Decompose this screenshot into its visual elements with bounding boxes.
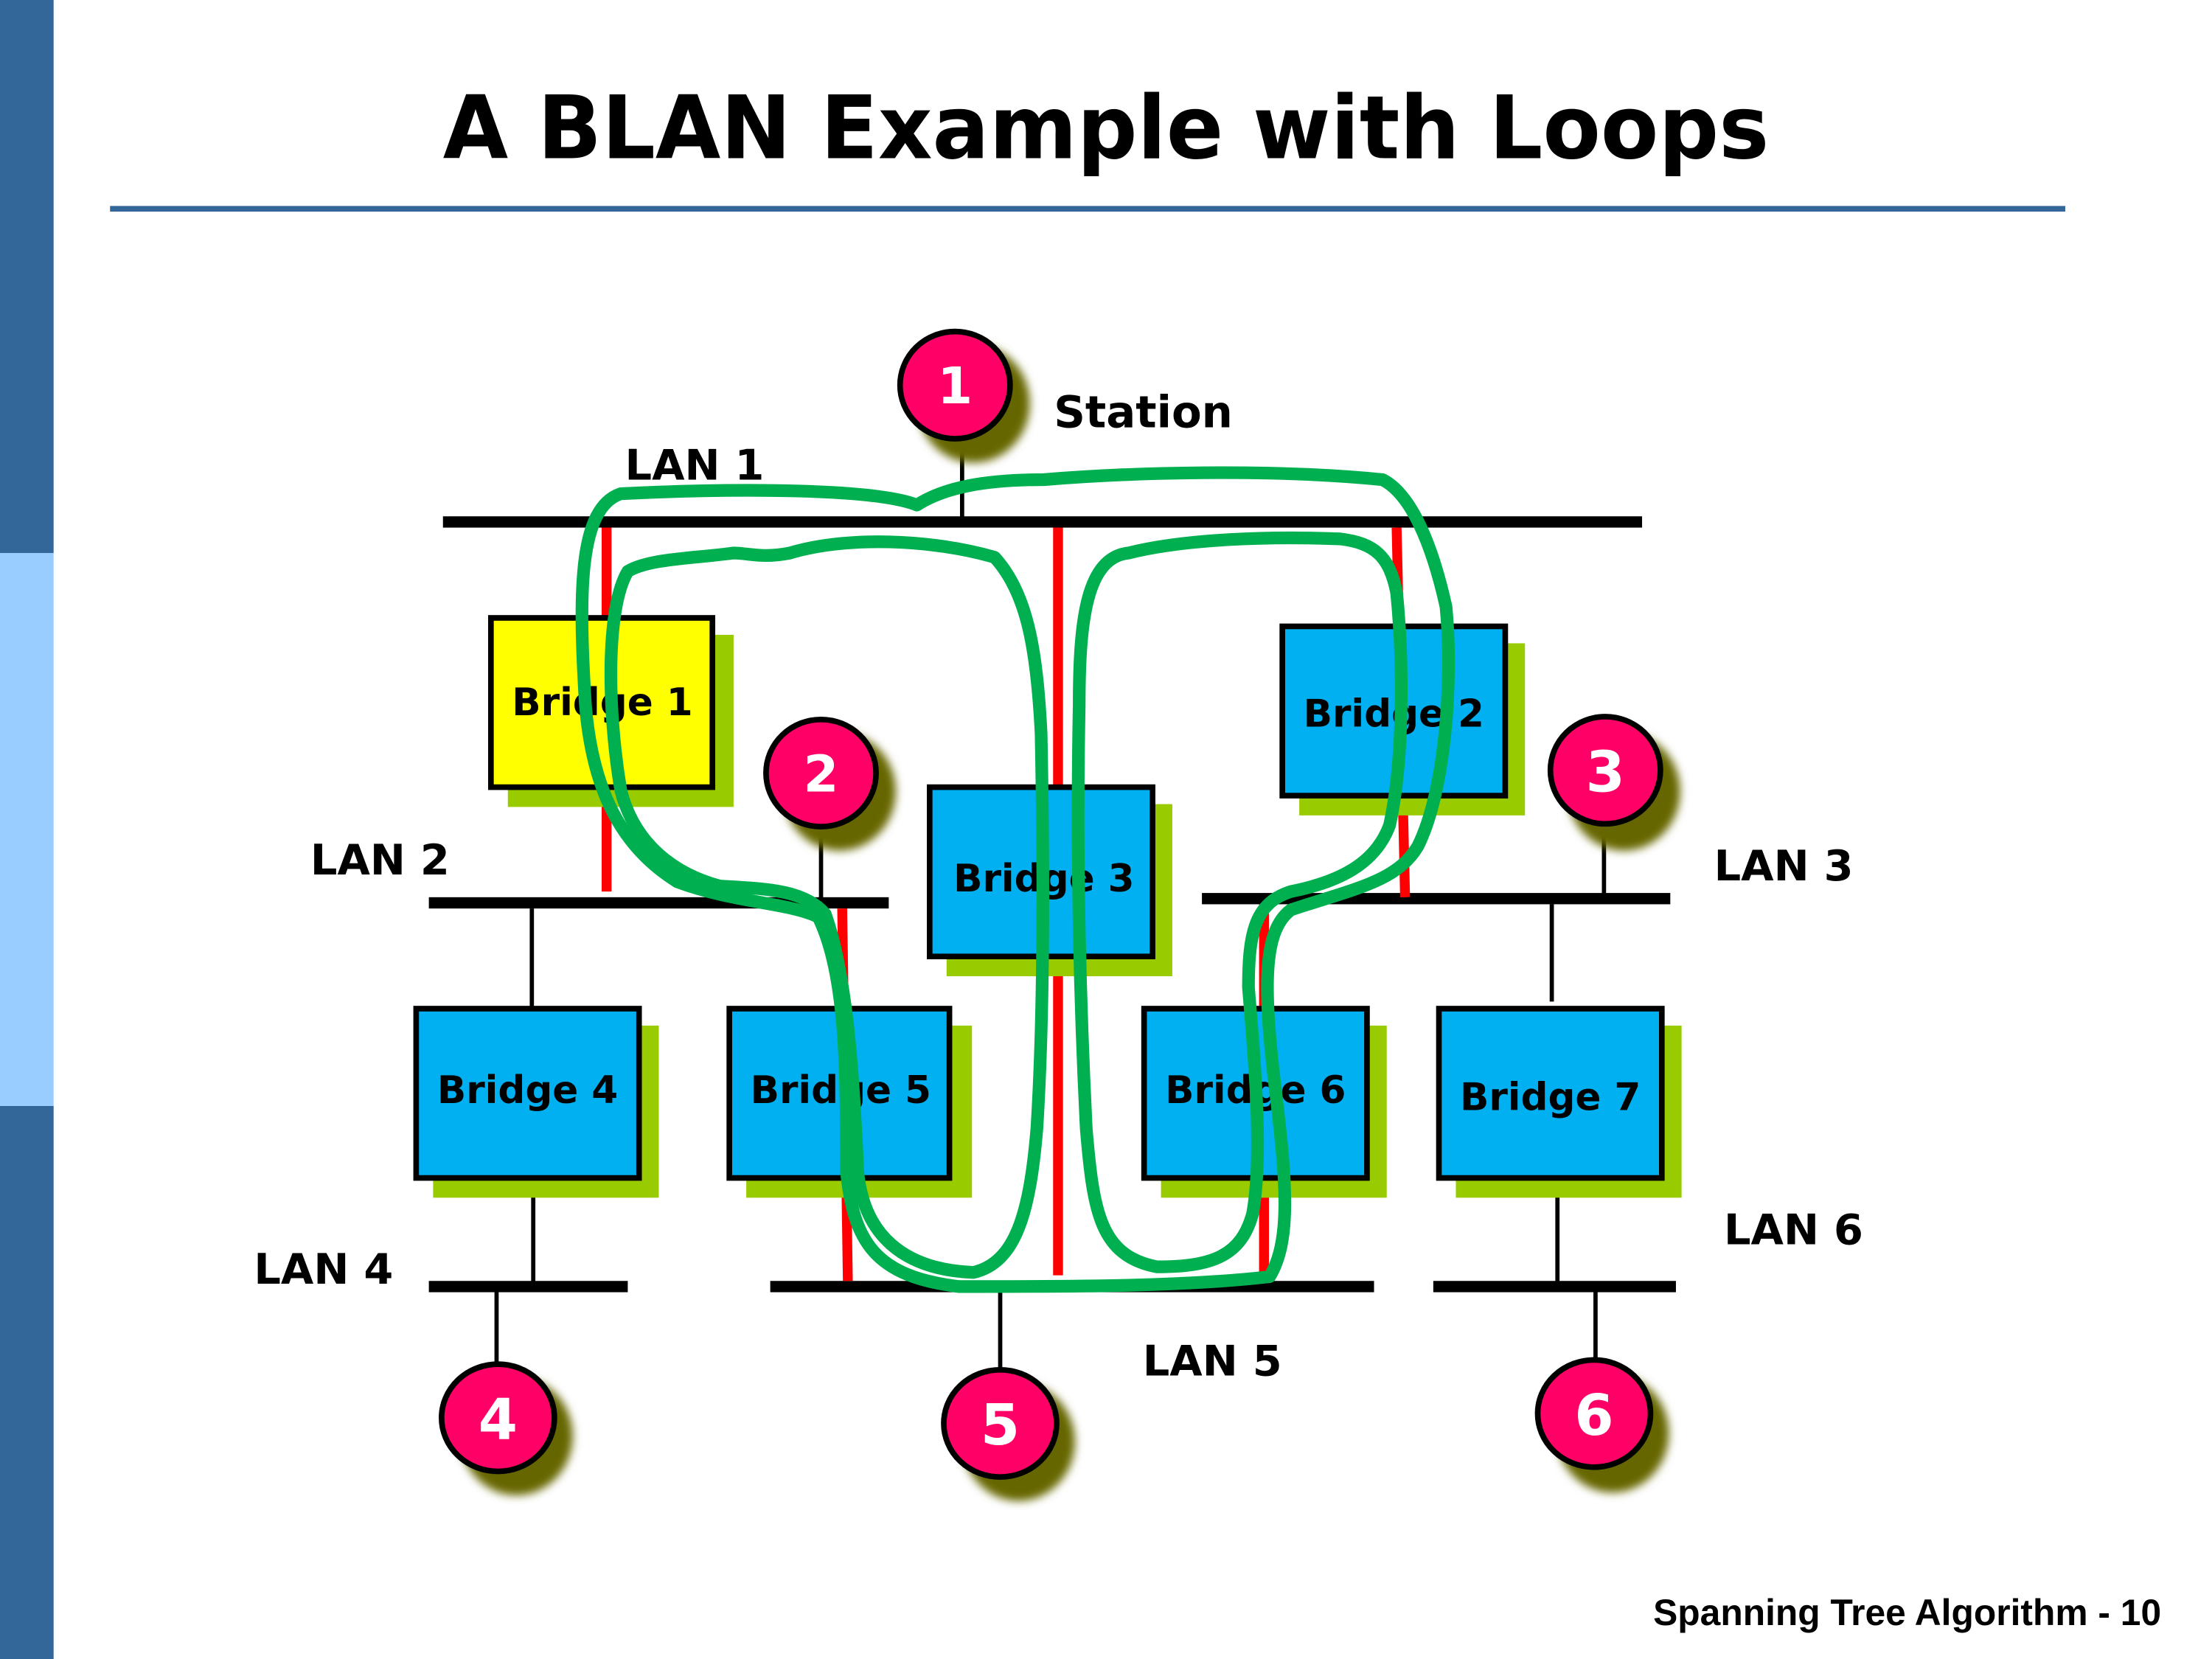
station-number: 4 bbox=[479, 1388, 518, 1453]
station-node bbox=[439, 1361, 557, 1475]
bridge-label: Bridge 2 bbox=[1304, 692, 1484, 736]
station-2[interactable]: 2 bbox=[763, 716, 896, 851]
lan1-bus bbox=[442, 516, 1643, 528]
bridge-3[interactable]: Bridge 3 bbox=[927, 784, 1172, 976]
lan5-label: LAN 5 bbox=[1143, 1336, 1282, 1385]
station-number: 3 bbox=[1586, 740, 1625, 805]
station-node bbox=[1547, 714, 1663, 827]
station-number: 2 bbox=[804, 745, 839, 804]
station-node bbox=[763, 716, 879, 830]
sidebar-accent bbox=[0, 0, 54, 1659]
sidebar-bottom-block bbox=[0, 1106, 54, 1659]
loop-inner-right-annotation bbox=[1071, 531, 1408, 1273]
station-number: 5 bbox=[981, 1393, 1020, 1458]
lan2-label: LAN 2 bbox=[310, 835, 450, 885]
lan4-label: LAN 4 bbox=[254, 1245, 393, 1294]
bridge-box bbox=[1436, 1006, 1665, 1181]
slide-title: A BLAN Example with Loops bbox=[443, 77, 1769, 178]
station-4[interactable]: 4 bbox=[439, 1361, 573, 1496]
loop-annotations bbox=[575, 466, 1455, 1293]
station-node bbox=[941, 1366, 1060, 1481]
station-1[interactable]: 1 bbox=[897, 328, 1030, 463]
station-caption: Station bbox=[1054, 387, 1233, 438]
lan1-label: LAN 1 bbox=[625, 441, 765, 490]
station-3[interactable]: 3 bbox=[1547, 714, 1680, 851]
slide-footer: Spanning Tree Algorithm - 10 bbox=[1653, 1592, 2161, 1633]
station-number: 1 bbox=[937, 357, 973, 416]
station-number: 6 bbox=[1574, 1383, 1613, 1449]
station-5[interactable]: 5 bbox=[941, 1366, 1075, 1501]
loop-outer-annotation bbox=[575, 466, 1455, 1293]
bridge-label: Bridge 7 bbox=[1460, 1076, 1641, 1120]
bridge-box bbox=[487, 615, 716, 790]
sidebar-middle-block bbox=[0, 553, 54, 1106]
bridge-7[interactable]: Bridge 7 bbox=[1436, 1006, 1682, 1198]
sidebar-top-block bbox=[0, 0, 54, 553]
lan6-bus bbox=[1433, 1281, 1676, 1293]
bridge-label: Bridge 4 bbox=[437, 1068, 618, 1113]
bridge-label: Bridge 1 bbox=[512, 681, 692, 725]
lan4-bus bbox=[428, 1281, 628, 1293]
station-node bbox=[1534, 1357, 1654, 1470]
bridge-2[interactable]: Bridge 2 bbox=[1279, 623, 1526, 815]
bridge-box bbox=[413, 1006, 642, 1181]
title-rule bbox=[110, 206, 2066, 212]
bridge-4[interactable]: Bridge 4 bbox=[413, 1006, 659, 1198]
station-node bbox=[897, 328, 1013, 442]
loop-inner-left-annotation bbox=[604, 535, 1049, 1279]
station-6[interactable]: 6 bbox=[1534, 1357, 1669, 1493]
lan3-label: LAN 3 bbox=[1714, 841, 1854, 891]
lan6-label: LAN 6 bbox=[1724, 1205, 1863, 1254]
